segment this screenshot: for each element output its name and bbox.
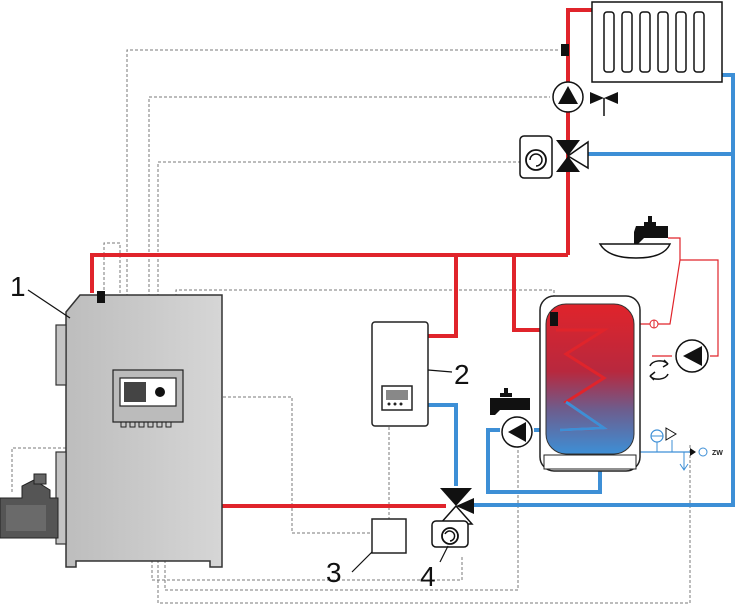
supply-pipe-riser bbox=[566, 8, 592, 255]
radiator-icon bbox=[591, 1, 723, 83]
fuel-feeder-icon bbox=[0, 473, 59, 539]
boiler-sensor bbox=[97, 291, 105, 303]
label-boiler: 1 bbox=[10, 271, 26, 302]
label-controller-box: 3 bbox=[326, 557, 342, 588]
label-mixing-actuator: 4 bbox=[420, 561, 436, 592]
three-way-valve-icon bbox=[556, 140, 589, 172]
box3-leader-line bbox=[351, 551, 373, 573]
buffer-leader-line bbox=[427, 369, 453, 373]
controller-box: 3 bbox=[326, 518, 407, 588]
drain-icon bbox=[679, 452, 689, 471]
signal-wire-radiator-pump bbox=[148, 96, 550, 372]
tank-icon bbox=[539, 295, 641, 472]
signal-wire-tank-sensor bbox=[175, 289, 555, 372]
label-cold-water: ZW bbox=[712, 450, 723, 457]
sink-icon bbox=[598, 243, 672, 259]
boiler-upper-door bbox=[55, 324, 67, 386]
buffer-unit: 2 bbox=[371, 321, 470, 427]
signal-wire-box3 bbox=[183, 396, 372, 534]
boiler-body bbox=[65, 294, 223, 568]
tap-icon bbox=[490, 388, 530, 415]
safety-valve-icon bbox=[665, 427, 677, 452]
pump-icon bbox=[552, 81, 584, 113]
circulation-arrows-icon bbox=[649, 359, 669, 381]
signal-wire-radiator-sensor bbox=[126, 49, 560, 372]
tank-sensor bbox=[550, 312, 558, 326]
pump-icon bbox=[501, 416, 533, 448]
return-pipe-buffer bbox=[428, 403, 458, 486]
check-valve-icon bbox=[690, 447, 708, 457]
label-buffer-unit: 2 bbox=[454, 359, 470, 390]
tap-icon bbox=[634, 216, 668, 244]
return-pipe-radiator bbox=[470, 73, 735, 507]
check-valve-icon bbox=[590, 92, 618, 116]
actuator-leader-line bbox=[439, 545, 449, 563]
actuator-icon bbox=[431, 520, 469, 548]
pump-icon bbox=[675, 339, 709, 373]
supply-pipe-main bbox=[90, 253, 568, 293]
boiler-leader-line bbox=[27, 289, 71, 319]
hot-water-recirc bbox=[680, 259, 719, 357]
upper-valve-actuator bbox=[519, 135, 553, 179]
supply-pipe-buffer bbox=[428, 255, 458, 338]
controller-display-icon bbox=[112, 369, 184, 428]
boiler: 1 bbox=[0, 271, 223, 568]
heating-coil-icon bbox=[556, 328, 610, 432]
return-pipe-tank bbox=[486, 428, 602, 494]
check-valve-icon bbox=[649, 319, 659, 329]
temperature-sensor-icon bbox=[561, 44, 569, 56]
expansion-vessel-icon bbox=[650, 429, 664, 452]
